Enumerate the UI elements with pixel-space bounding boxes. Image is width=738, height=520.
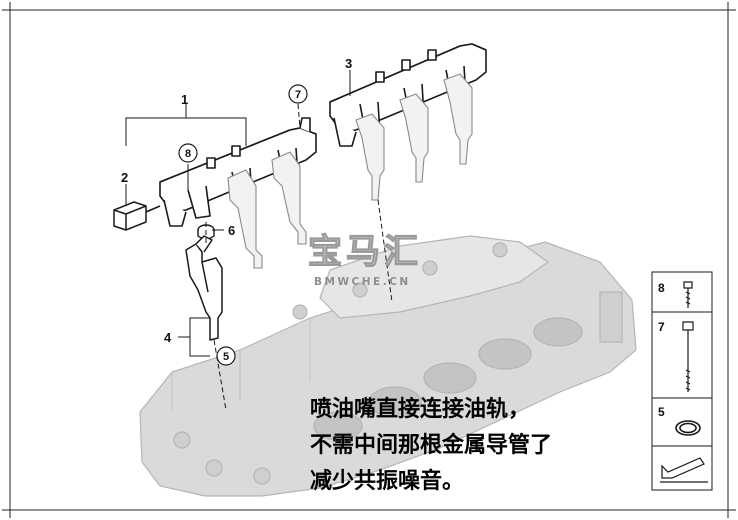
fuel-rail-3: [329, 43, 487, 147]
legend-item-7-number: 7: [658, 320, 665, 334]
rail-1-injectors: [227, 151, 307, 269]
watermark-chinese: 宝马汇: [308, 232, 422, 272]
legend-item-5-number: 5: [658, 405, 665, 419]
next-page-arrow-icon: [660, 457, 708, 483]
cylinder-head: [139, 235, 637, 497]
callout-1: 1: [181, 92, 188, 107]
callout-labels: 1 2 3 4 6 7 8 5: [121, 56, 352, 366]
assembly-axes: [145, 103, 393, 411]
caption-block: 喷油嘴直接连接油轨， 不需中间那根金属导管了 减少共振噪音。: [310, 392, 552, 500]
o-ring-icon: [675, 420, 701, 436]
injector-part-4: [185, 235, 223, 341]
circled-callout-8: 8: [185, 148, 191, 160]
circled-callout-5: 5: [223, 351, 229, 363]
caption-line-2: 不需中间那根金属导管了: [310, 433, 553, 458]
circled-callout-5-ring: [216, 346, 236, 366]
watermark: 宝马汇 BMWCHE.CN: [307, 231, 422, 288]
long-bolt-icon: [682, 321, 694, 392]
callout-6: 6: [228, 223, 235, 238]
callout-2: 2: [121, 170, 128, 185]
rail-3-injectors: [355, 73, 473, 201]
plug-part-2: [113, 201, 161, 231]
caption-line-1: 喷油嘴直接连接油轨，: [310, 397, 531, 422]
caption-line-3: 减少共振噪音。: [310, 469, 465, 494]
watermark-latin: BMWCHE.CN: [314, 276, 411, 288]
parts-legend: 8 7 5: [651, 271, 713, 491]
leader-lines: [125, 70, 351, 357]
short-bolt-icon: [683, 281, 693, 308]
callout-4: 4: [164, 330, 172, 345]
callout-3: 3: [345, 56, 352, 71]
circled-callout-7: 7: [295, 89, 301, 101]
legend-item-8-number: 8: [658, 281, 665, 295]
circled-callout-7-ring: [288, 84, 308, 104]
circled-callout-8-ring: [178, 143, 198, 163]
